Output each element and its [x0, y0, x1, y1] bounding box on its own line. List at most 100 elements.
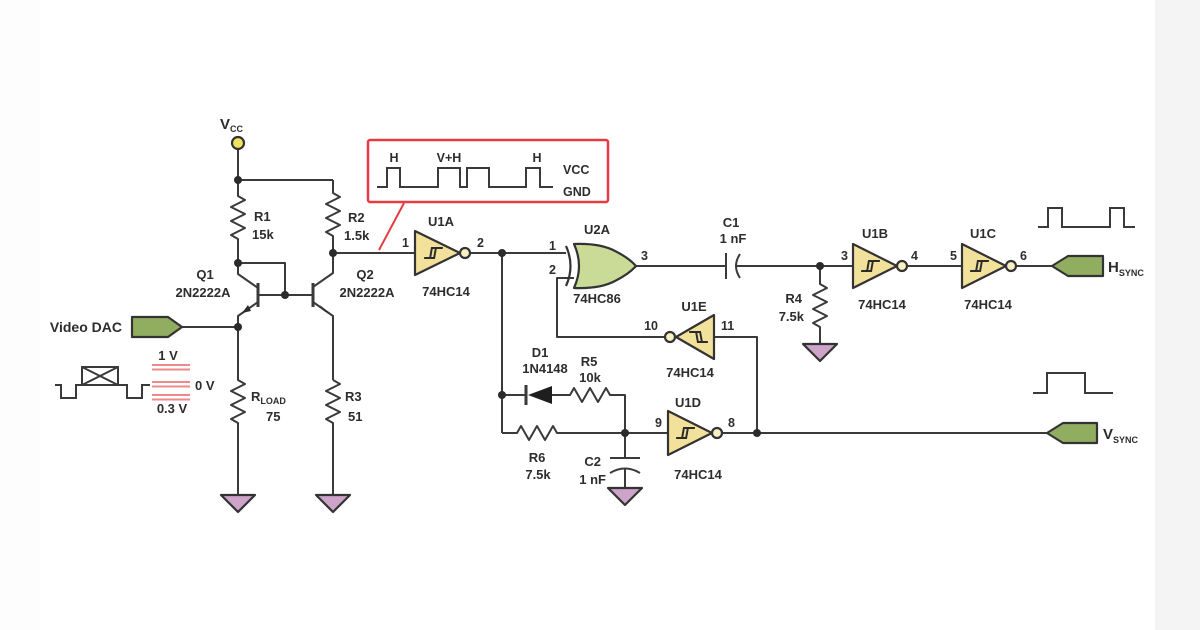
u1b-part: 74HC14	[858, 297, 906, 312]
r6-value: 7.5k	[525, 467, 551, 482]
callout-h-right: H	[532, 151, 541, 165]
res-r5-labels: R5 10k	[579, 354, 601, 385]
r5-value: 10k	[579, 370, 601, 385]
u1b-pin-in: 3	[841, 249, 848, 263]
u1c-pin-in: 5	[950, 249, 957, 263]
u1e-ref: U1E	[681, 299, 707, 314]
c1-value: 1 nF	[720, 231, 747, 246]
u2a-xor-arc-icon	[564, 245, 572, 287]
callout-gnd: GND	[563, 185, 591, 199]
r5-ref: R5	[581, 354, 598, 369]
u1b-hysteresis-icon	[860, 260, 881, 272]
c1-curved-plate-icon	[735, 253, 741, 279]
video-dac-input: Video DAC	[50, 315, 184, 339]
ground-icon	[219, 493, 257, 514]
u1e-inverter-icon	[674, 313, 716, 361]
video-data-box-icon	[81, 366, 119, 386]
c2-value: 1 nF	[579, 472, 606, 487]
u1b-inverter-icon	[851, 242, 899, 290]
vsync-label: VSYNC	[1103, 426, 1139, 445]
q1-emitter-arrow	[242, 305, 251, 313]
cap-c1: C1 1 nF	[720, 215, 747, 279]
d1-part: 1N4148	[522, 361, 568, 376]
u1d-ref: U1D	[675, 395, 701, 410]
callout-leader-line	[378, 202, 405, 251]
u1a-inverter-icon	[413, 229, 462, 277]
rload-value: 75	[266, 409, 280, 424]
u1b-ref: U1B	[862, 226, 888, 241]
u1a-part: 74HC14	[422, 284, 470, 299]
u1d-pin-out: 8	[728, 416, 735, 430]
gate-u2a: U2A 74HC86 1 2 3	[549, 222, 648, 306]
u1c-pin-out: 6	[1020, 249, 1027, 263]
r1-ref: R1	[254, 209, 271, 224]
ground-symbols	[219, 342, 839, 514]
r3-value: 51	[348, 409, 362, 424]
r4-ref: R4	[785, 291, 802, 306]
ground-icon	[314, 493, 352, 514]
vsync-output: VSYNC	[1033, 372, 1139, 445]
gate-u1d: U1D 74HC14 9 8	[655, 395, 735, 482]
q2-ref: Q2	[356, 267, 373, 282]
vcc-terminal: VCC	[220, 116, 246, 151]
hsync-output: HSYNC	[1038, 207, 1144, 278]
u1c-bubble-icon	[1004, 259, 1018, 273]
load-resistor-labels: RLOAD 75 R3 51	[251, 389, 362, 424]
c2-ref: C2	[584, 454, 601, 469]
gate-u1a: U1A 74HC14 1 2	[402, 214, 484, 299]
callout-vcc: VCC	[563, 163, 589, 177]
hsync-connector-icon	[1050, 254, 1105, 278]
level-lines	[152, 364, 190, 401]
res-r6-labels: R6 7.5k	[525, 450, 551, 482]
d1-ref: D1	[532, 345, 549, 360]
u1d-hysteresis-icon	[675, 427, 696, 439]
video-waveform: 1 V 0 V 0.3 V	[55, 348, 215, 416]
r1-value: 15k	[252, 227, 274, 242]
u1d-pin-in: 9	[655, 416, 662, 430]
callout-h-left: H	[389, 151, 398, 165]
gate-u1b: U1B 74HC14 3 4	[841, 226, 918, 312]
q1-part: 2N2222A	[176, 285, 232, 300]
vcc-pin-icon	[230, 135, 246, 151]
u1c-part: 74HC14	[964, 297, 1012, 312]
video-wave-icon	[55, 384, 150, 399]
gate-u1e: U1E 74HC14 10 11	[644, 299, 734, 380]
gate-u1c: U1C 74HC14 5 6	[950, 226, 1027, 312]
sync-callout: H V+H H VCC GND	[366, 138, 610, 251]
res-r4-labels: R4 7.5k	[779, 291, 805, 324]
hsync-label: HSYNC	[1108, 259, 1144, 278]
junction-dots	[234, 176, 824, 437]
u2a-pin1: 1	[549, 239, 556, 253]
r3-ref: R3	[345, 389, 362, 404]
u1e-hysteresis-icon	[688, 331, 709, 343]
u1e-pin-in: 11	[721, 319, 734, 333]
diode-d1: D1 1N4148	[522, 345, 568, 405]
c1-ref: C1	[723, 215, 740, 230]
transistor-labels: Q1 2N2222A Q2 2N2222A	[176, 267, 396, 300]
u1a-hysteresis-icon	[423, 247, 444, 259]
ground-icon	[606, 486, 644, 507]
u1a-pin-in: 1	[402, 236, 409, 250]
ground-icon	[801, 342, 839, 363]
u1d-inverter-icon	[666, 409, 714, 457]
resistor-labels-top: R1 15k R2 1.5k	[252, 209, 370, 243]
vsync-wave-icon	[1033, 372, 1113, 394]
callout-wave-icon	[377, 167, 553, 188]
video-dac-connector-icon	[130, 315, 184, 339]
u1d-part: 74HC14	[674, 467, 722, 482]
hsync-wave-icon	[1038, 207, 1135, 228]
q2-part: 2N2222A	[340, 285, 396, 300]
u2a-ref: U2A	[584, 222, 611, 237]
u1e-pin-out: 10	[644, 319, 658, 333]
d1-diode-icon	[528, 386, 552, 404]
left-gutter	[0, 0, 40, 630]
u1a-pin-out: 2	[477, 236, 484, 250]
video-dac-label: Video DAC	[50, 319, 122, 335]
u1c-hysteresis-icon	[969, 260, 990, 272]
rload-ref: RLOAD	[251, 389, 286, 406]
u1b-pin-out: 4	[911, 249, 918, 263]
cap-c2: C2 1 nF	[579, 454, 641, 487]
transistor-symbols	[242, 283, 329, 313]
